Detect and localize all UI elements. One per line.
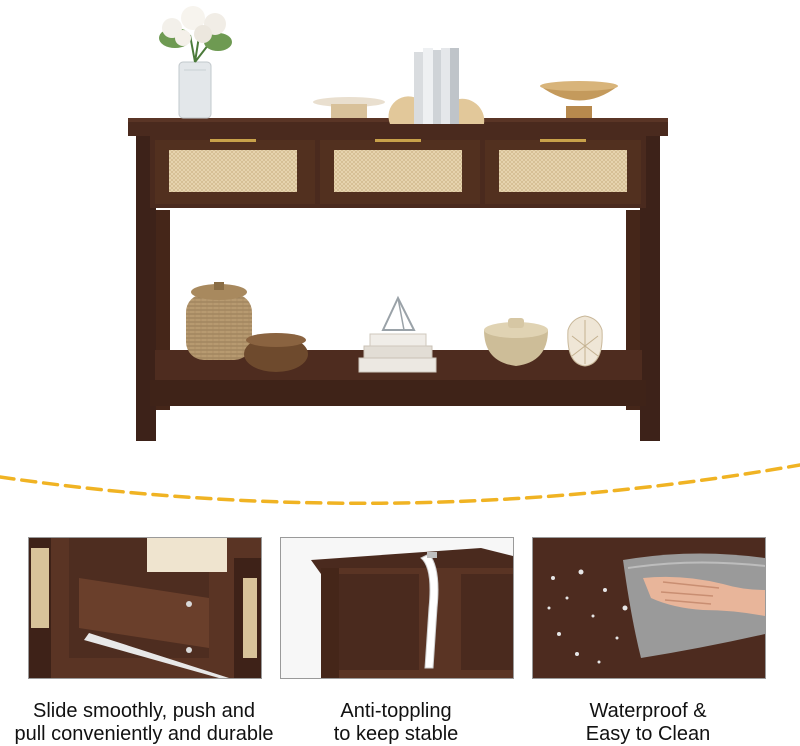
- left-front-leg: [136, 136, 156, 441]
- feature-caption-drawer-slide: Slide smoothly, push and pull convenient…: [14, 700, 274, 746]
- feature-caption-anti-topple: Anti-toppling to keep stable: [266, 700, 526, 746]
- caption-line-1: Slide smoothly, push and: [33, 700, 255, 722]
- feature-panel-waterproof: [532, 537, 766, 679]
- right-front-leg: [640, 136, 660, 441]
- caption-line-2: to keep stable: [333, 723, 459, 745]
- cloth-wipe-icon: [533, 538, 765, 678]
- flower-vase: [159, 6, 232, 119]
- woven-basket-small: [244, 333, 308, 372]
- anti-topple-strap-icon: [281, 538, 513, 678]
- caption-line-1: Anti-toppling: [340, 700, 452, 722]
- woven-basket-tall: [186, 282, 252, 360]
- ceramic-jar: [484, 318, 548, 366]
- pedestal-tray: [313, 97, 385, 118]
- feature-caption-waterproof: Waterproof & Easy to Clean: [518, 700, 778, 746]
- drawer-slide-icon: [29, 538, 261, 678]
- stacked-books-with-pyramid: [358, 295, 437, 373]
- drawer-left: [155, 139, 315, 204]
- books-with-bookends: [388, 48, 485, 124]
- caption-line-2: pull conveniently and durable: [14, 723, 274, 745]
- console-table-image: [128, 6, 668, 441]
- feature-panel-anti-topple: [280, 537, 514, 679]
- feature-panel-drawer-slide: [28, 537, 262, 679]
- caption-line-1: Waterproof &: [589, 700, 707, 722]
- caption-line-2: Easy to Clean: [585, 723, 711, 745]
- lattice-vase: [567, 315, 603, 367]
- dashed-arc-divider: [0, 463, 800, 506]
- drawer-middle: [320, 139, 480, 204]
- drawer-right: [485, 139, 641, 204]
- tabletop: [128, 118, 668, 136]
- decor-bowl: [540, 81, 618, 118]
